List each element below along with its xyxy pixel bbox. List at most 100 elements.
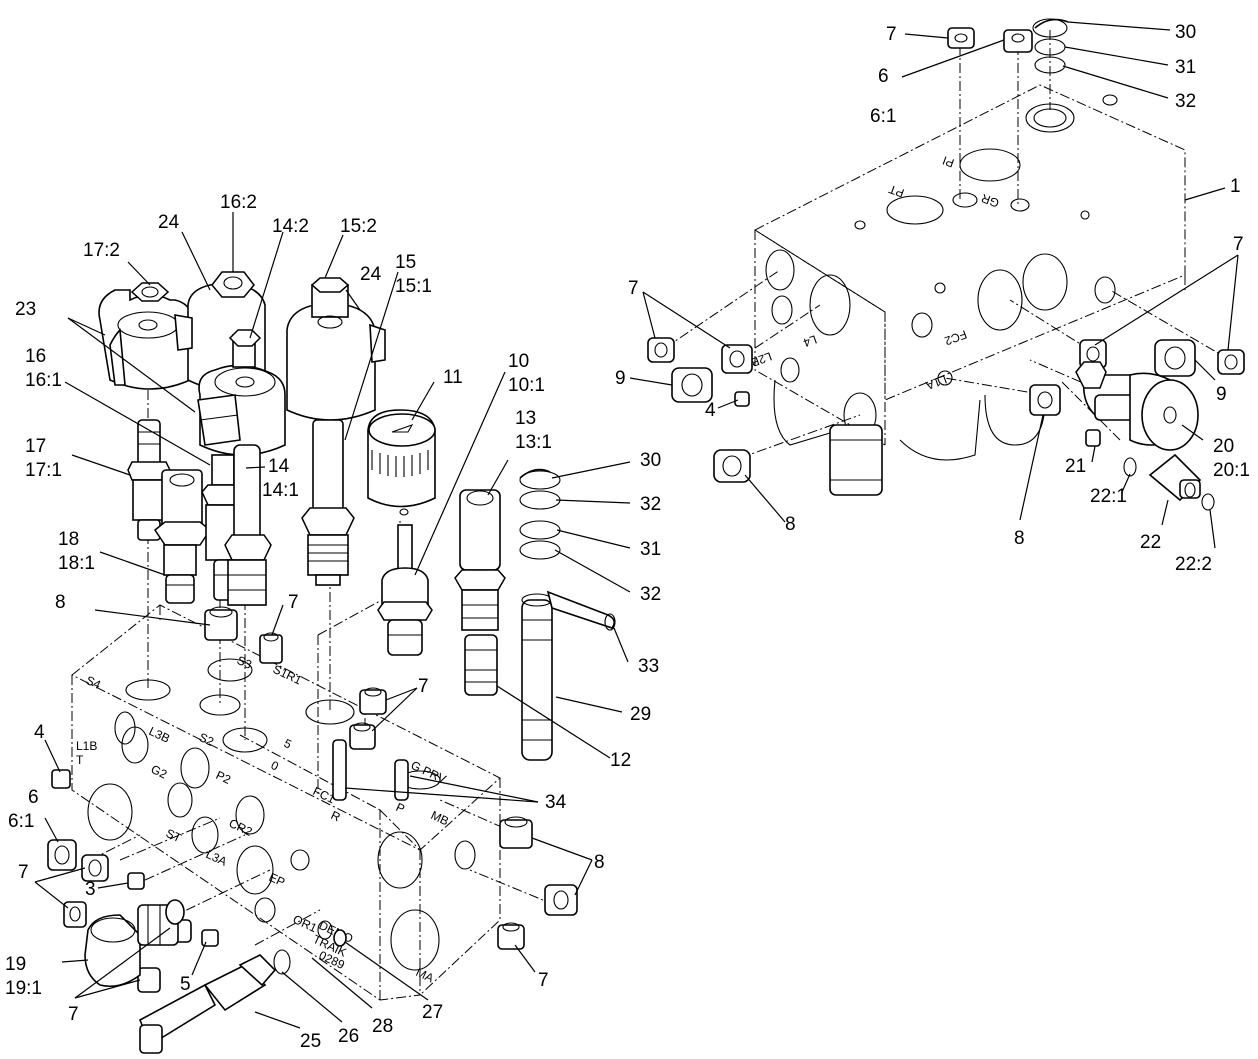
- callout-8: 8: [785, 514, 796, 535]
- callout-8: 8: [594, 852, 605, 873]
- callout-12: 12: [610, 750, 631, 771]
- callout-6: 6: [28, 787, 39, 808]
- solenoid-coil-23: [109, 314, 193, 386]
- leader-lines: [34, 21, 1239, 1029]
- callout-30: 30: [1175, 22, 1196, 43]
- port-label-pt: PT: [886, 182, 906, 201]
- callout-21: 21: [1065, 456, 1086, 477]
- cartridge-10: [377, 524, 433, 656]
- pin-33: [546, 590, 616, 631]
- callout-8: 8: [55, 592, 66, 613]
- callout-29: 29: [630, 704, 651, 725]
- port-label-fc2: FC2: [942, 327, 968, 348]
- port-label-s4: S4: [84, 673, 104, 692]
- callout-7: 7: [628, 278, 639, 299]
- port-label-pi: PI: [941, 153, 956, 170]
- callout-1: 1: [1230, 176, 1241, 197]
- cartridge-17: [127, 419, 171, 541]
- callout-17-1: 17:1: [25, 460, 62, 481]
- callout-13-1: 13:1: [515, 432, 552, 453]
- plugs-right: [647, 27, 1245, 483]
- callout-14: 14: [268, 456, 290, 477]
- rings-right: [1032, 18, 1069, 74]
- callout-31: 31: [640, 539, 661, 560]
- port-label-s3: S3: [235, 653, 255, 672]
- plugs-left: [47, 606, 578, 993]
- callout-28: 28: [372, 1016, 393, 1037]
- pins-34: [332, 739, 409, 801]
- port-label-mb: MB: [429, 808, 451, 828]
- spool-29: [521, 593, 553, 761]
- port-label-l2b: L2B: [749, 349, 774, 369]
- callout-18-1: 18:1: [58, 553, 95, 574]
- callout-18: 18: [58, 529, 79, 550]
- callout-7: 7: [288, 592, 299, 613]
- callout-14-2: 14:2: [272, 216, 309, 237]
- callout-32: 32: [640, 584, 661, 605]
- callout-7: 7: [68, 1004, 79, 1025]
- solenoid-coil-15-2: [286, 277, 386, 421]
- port-label-r: R: [329, 808, 343, 824]
- callout-14-1: 14:1: [262, 480, 299, 501]
- right-manifold-block: PT PI GR FC2 L1A L2B L4: [749, 84, 1186, 496]
- port-label-l1b: L1B: [76, 739, 97, 753]
- callout-7: 7: [18, 862, 29, 883]
- port-label-l4: L4: [801, 332, 819, 350]
- port-label-st: ST: [164, 826, 184, 845]
- callout-15-1: 15:1: [395, 276, 432, 297]
- port-label-t: T: [76, 753, 84, 767]
- port-label-p2: P2: [214, 768, 234, 787]
- rings-left: [519, 468, 561, 560]
- callout-32: 32: [1175, 91, 1196, 112]
- plug-21: [1085, 429, 1101, 447]
- callout-7: 7: [418, 676, 429, 697]
- port-label-cr2: CR2: [227, 816, 255, 839]
- callout-17-2: 17:2: [83, 240, 120, 261]
- callout-5: 5: [180, 974, 191, 995]
- pressure-switch-19: [84, 899, 185, 988]
- callout-labels: 7 6 6:1 30 31 32 1 7 7 9 4 9 8 8 20 20:1…: [5, 22, 1250, 1052]
- callout-9: 9: [1216, 384, 1227, 405]
- callout-17: 17: [25, 436, 46, 457]
- callout-25: 25: [300, 1031, 321, 1052]
- callout-16-1: 16:1: [25, 370, 62, 391]
- callout-11: 11: [443, 367, 463, 388]
- callout-20: 20: [1213, 436, 1234, 457]
- callout-24: 24: [360, 264, 382, 285]
- callout-16: 16: [25, 346, 46, 367]
- callout-15: 15: [395, 252, 416, 273]
- callout-19: 19: [5, 954, 26, 975]
- callout-33: 33: [638, 656, 659, 677]
- port-label-s2: S2: [197, 730, 217, 749]
- callout-6-1: 6:1: [8, 811, 34, 832]
- port-label-g2: G2: [149, 762, 170, 782]
- callout-8: 8: [1014, 528, 1025, 549]
- cartridge-18: [153, 469, 212, 604]
- callout-4: 4: [705, 400, 716, 421]
- callout-7: 7: [1233, 234, 1244, 255]
- callout-20-1: 20:1: [1213, 460, 1250, 481]
- pressure-sensor-25: [138, 949, 291, 1054]
- cartridge-12: [464, 634, 498, 696]
- port-label-l3a: L3A: [204, 847, 229, 869]
- port-label-5: 5: [282, 736, 294, 752]
- callout-7: 7: [538, 970, 549, 991]
- callout-19-1: 19:1: [5, 978, 42, 999]
- cartridge-13: [454, 489, 506, 631]
- port-label-s1r1: S1R1: [271, 662, 304, 688]
- callout-9: 9: [615, 368, 626, 389]
- callout-22-1: 22:1: [1090, 486, 1127, 507]
- callout-32: 32: [640, 494, 661, 515]
- callout-22-2: 22:2: [1175, 554, 1212, 575]
- cartridge-15: [301, 419, 355, 586]
- callout-30: 30: [640, 450, 661, 471]
- callout-27: 27: [422, 1002, 443, 1023]
- callout-15-2: 15:2: [340, 216, 377, 237]
- port-label-gr: GR: [979, 191, 1001, 210]
- port-label-ep: EP: [267, 870, 287, 889]
- port-label-p: P: [394, 800, 407, 816]
- port-label-0: 0: [269, 758, 281, 774]
- knob-11: [367, 409, 436, 516]
- callout-16-2: 16:2: [220, 192, 257, 213]
